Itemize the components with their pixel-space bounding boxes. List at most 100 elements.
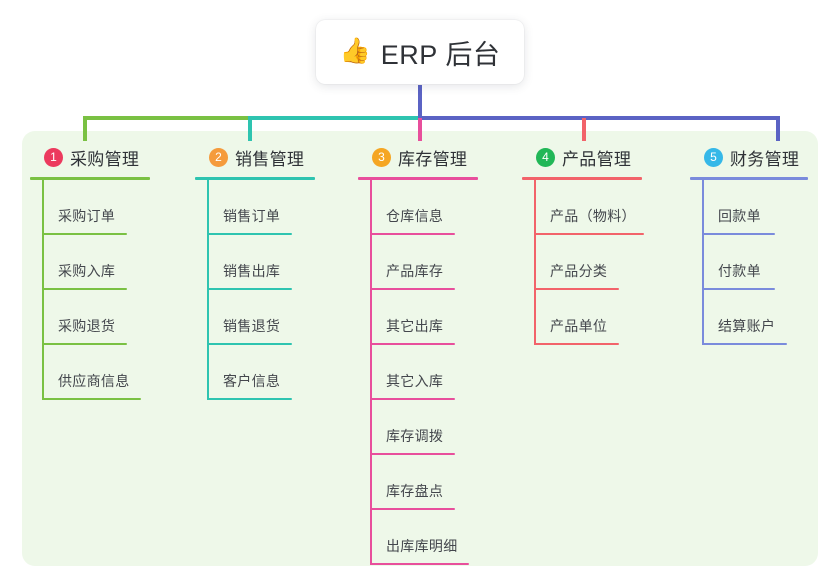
list-item-rule xyxy=(207,233,292,235)
list-item-rule xyxy=(370,398,455,400)
list-item[interactable]: 其它出库 xyxy=(358,290,478,345)
list-item[interactable]: 付款单 xyxy=(690,235,808,290)
column-spine xyxy=(42,180,44,400)
list-item-label: 付款单 xyxy=(718,263,761,279)
list-item-label: 采购订单 xyxy=(58,208,116,224)
list-item-label: 库存盘点 xyxy=(386,483,444,499)
column-header-rule xyxy=(522,177,642,180)
list-item-label: 产品（物料） xyxy=(550,208,636,224)
list-item[interactable]: 供应商信息 xyxy=(30,345,150,400)
list-item-label: 结算账户 xyxy=(718,318,776,334)
list-item[interactable]: 销售订单 xyxy=(195,180,315,235)
list-item-label: 采购入库 xyxy=(58,263,116,279)
column-4: 4 产品管理产品（物料） 产品分类产品单位 xyxy=(522,144,644,345)
list-item[interactable]: 结算账户 xyxy=(690,290,808,345)
column-items: 产品（物料） 产品分类产品单位 xyxy=(522,180,644,345)
column-header-rule xyxy=(30,177,150,180)
column-badge: 3 xyxy=(372,147,391,167)
column-title: 财务管理 xyxy=(730,149,800,169)
list-item-rule xyxy=(370,288,455,290)
list-item-rule xyxy=(207,398,292,400)
list-item-rule xyxy=(370,453,455,455)
list-item[interactable]: 回款单 xyxy=(690,180,808,235)
list-item-rule xyxy=(42,343,127,345)
column-header-1[interactable]: 1 采购管理 xyxy=(30,144,150,170)
list-item[interactable]: 其它入库 xyxy=(358,345,478,400)
list-item-rule xyxy=(42,398,141,400)
list-item[interactable]: 库存调拨 xyxy=(358,400,478,455)
column-badge: 4 xyxy=(536,147,555,167)
list-item-label: 产品单位 xyxy=(550,318,608,334)
column-items: 仓库信息产品库存其它出库其它入库库存调拨库存盘点出库库明细 xyxy=(358,180,478,565)
column-badge: 1 xyxy=(44,147,63,167)
list-item-label: 出库库明细 xyxy=(386,538,458,554)
list-item-label: 销售出库 xyxy=(223,263,281,279)
column-badge: 2 xyxy=(209,147,228,167)
list-item[interactable]: 产品分类 xyxy=(522,235,642,290)
list-item-rule xyxy=(370,233,455,235)
list-item-label: 产品分类 xyxy=(550,263,608,279)
list-item-rule xyxy=(42,233,127,235)
list-item-rule xyxy=(207,343,292,345)
list-item-label: 销售退货 xyxy=(223,318,281,334)
diagram-panel xyxy=(22,131,818,566)
list-item-rule xyxy=(534,233,644,235)
column-header-3[interactable]: 3 库存管理 xyxy=(358,144,478,170)
column-5: 5 财务管理回款单付款单结算账户 xyxy=(690,144,808,345)
column-header-4[interactable]: 4 产品管理 xyxy=(522,144,642,170)
list-item-rule xyxy=(702,288,775,290)
list-item-rule xyxy=(42,288,127,290)
column-3: 3 库存管理仓库信息产品库存其它出库其它入库库存调拨库存盘点出库库明细 xyxy=(358,144,478,565)
list-item-rule xyxy=(702,233,775,235)
column-spine xyxy=(534,180,536,345)
column-title: 产品管理 xyxy=(562,149,632,169)
list-item-label: 库存调拨 xyxy=(386,428,444,444)
column-header-2[interactable]: 2 销售管理 xyxy=(195,144,315,170)
column-title: 销售管理 xyxy=(235,149,305,169)
list-item[interactable]: 库存盘点 xyxy=(358,455,478,510)
column-items: 采购订单采购入库采购退货供应商信息 xyxy=(30,180,150,400)
column-header-5[interactable]: 5 财务管理 xyxy=(690,144,808,170)
list-item[interactable]: 仓库信息 xyxy=(358,180,478,235)
column-spine xyxy=(702,180,704,345)
list-item[interactable]: 产品库存 xyxy=(358,235,478,290)
root-title: ERP 后台 xyxy=(380,39,501,70)
column-header-rule xyxy=(195,177,315,180)
thumbs-up-icon: 👍 xyxy=(339,36,371,65)
list-item[interactable]: 采购订单 xyxy=(30,180,150,235)
list-item-rule xyxy=(370,563,469,565)
list-item-label: 其它出库 xyxy=(386,318,444,334)
column-items: 回款单付款单结算账户 xyxy=(690,180,808,345)
column-title: 采购管理 xyxy=(70,149,140,169)
column-badge: 5 xyxy=(704,147,723,167)
list-item-rule xyxy=(207,288,292,290)
list-item-label: 仓库信息 xyxy=(386,208,444,224)
list-item-rule xyxy=(534,288,619,290)
list-item[interactable]: 产品（物料） xyxy=(522,180,644,235)
list-item-label: 供应商信息 xyxy=(58,373,130,389)
list-item-label: 销售订单 xyxy=(223,208,281,224)
column-spine xyxy=(207,180,209,400)
list-item-label: 采购退货 xyxy=(58,318,116,334)
list-item-label: 客户信息 xyxy=(223,373,281,389)
list-item[interactable]: 销售退货 xyxy=(195,290,315,345)
list-item-label: 回款单 xyxy=(718,208,761,224)
list-item-rule xyxy=(702,343,787,345)
column-header-rule xyxy=(358,177,478,180)
list-item[interactable]: 采购退货 xyxy=(30,290,150,345)
list-item[interactable]: 销售出库 xyxy=(195,235,315,290)
column-header-rule xyxy=(690,177,808,180)
list-item-label: 产品库存 xyxy=(386,263,444,279)
list-item-rule xyxy=(370,343,455,345)
list-item[interactable]: 产品单位 xyxy=(522,290,642,345)
list-item-rule xyxy=(534,343,619,345)
root-node[interactable]: 👍 ERP 后台 xyxy=(316,20,524,84)
list-item[interactable]: 客户信息 xyxy=(195,345,315,400)
column-title: 库存管理 xyxy=(398,149,468,169)
list-item-rule xyxy=(370,508,455,510)
list-item[interactable]: 出库库明细 xyxy=(358,510,478,565)
list-item[interactable]: 采购入库 xyxy=(30,235,150,290)
column-2: 2 销售管理销售订单销售出库销售退货客户信息 xyxy=(195,144,315,400)
column-spine xyxy=(370,180,372,565)
list-item-label: 其它入库 xyxy=(386,373,444,389)
